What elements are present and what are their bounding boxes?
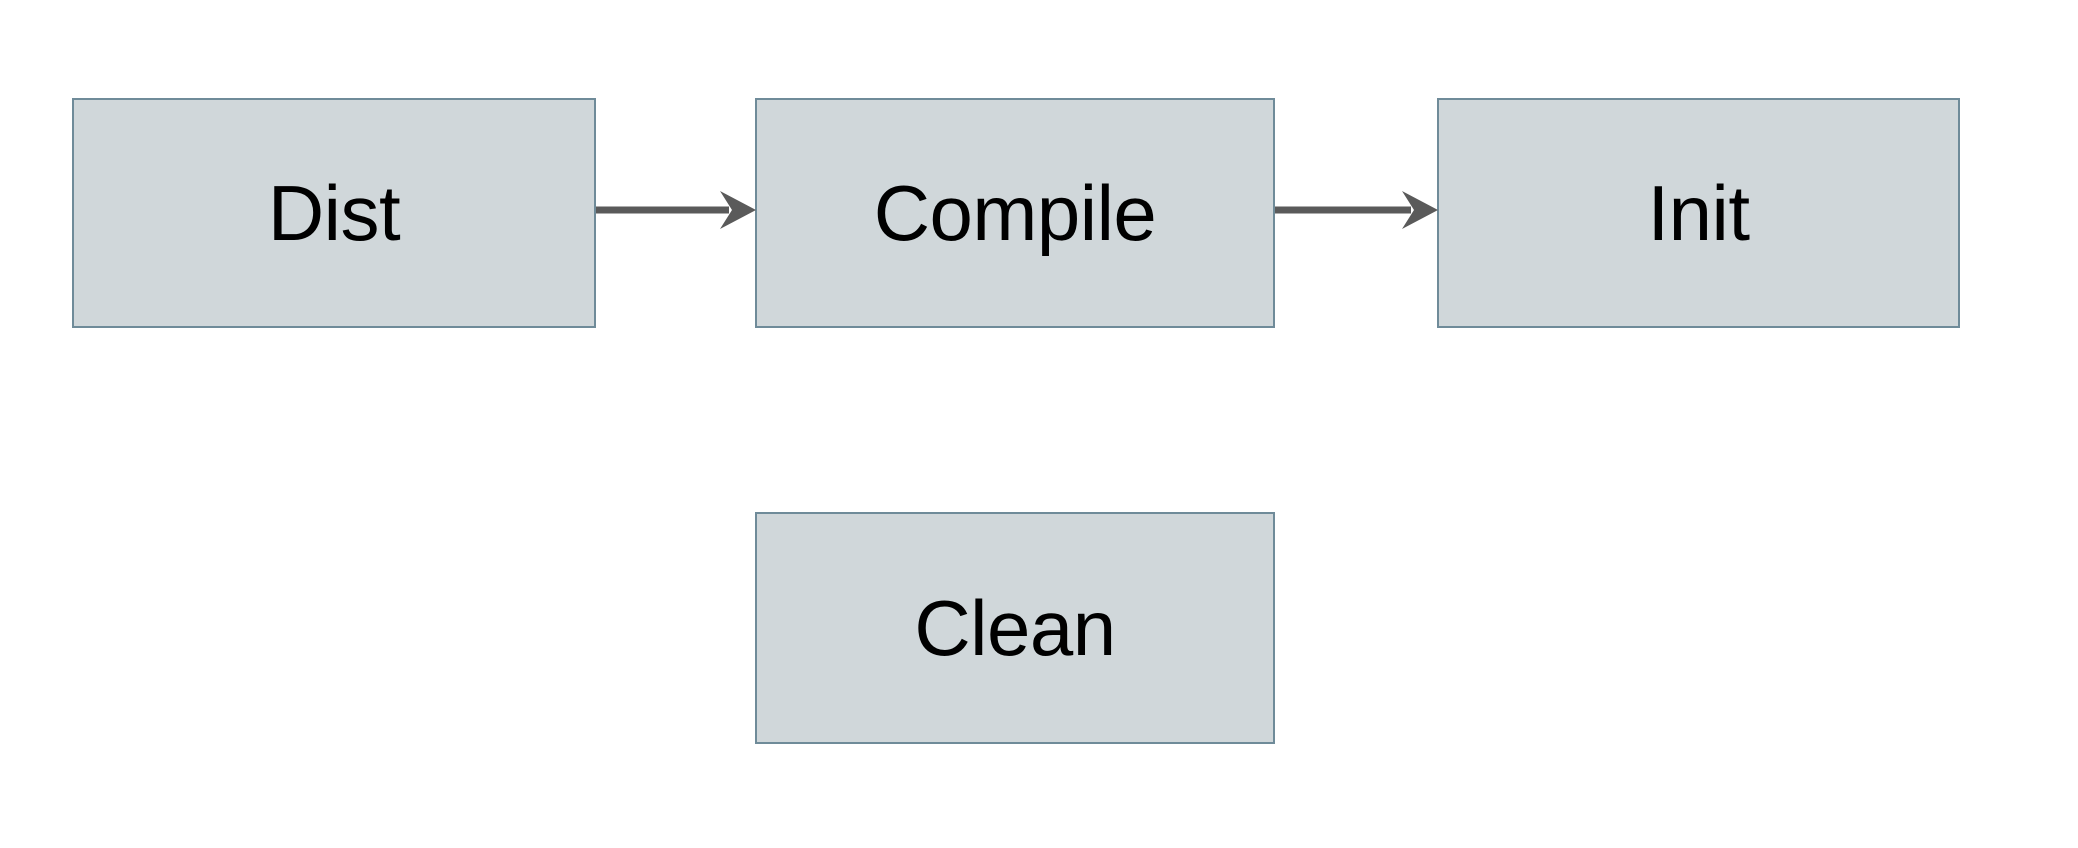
arrowhead-icon <box>1402 191 1438 229</box>
edge-compile-to-init[interactable] <box>1275 180 1438 240</box>
node-dist[interactable]: Dist <box>72 98 596 328</box>
node-compile-label: Compile <box>873 169 1157 257</box>
node-init-label: Init <box>1647 169 1750 257</box>
node-compile[interactable]: Compile <box>755 98 1275 328</box>
node-init[interactable]: Init <box>1437 98 1960 328</box>
node-clean[interactable]: Clean <box>755 512 1275 744</box>
node-dist-label: Dist <box>267 169 401 257</box>
arrowhead-icon <box>720 191 756 229</box>
node-clean-label: Clean <box>914 584 1116 672</box>
edge-dist-to-compile[interactable] <box>596 180 756 240</box>
